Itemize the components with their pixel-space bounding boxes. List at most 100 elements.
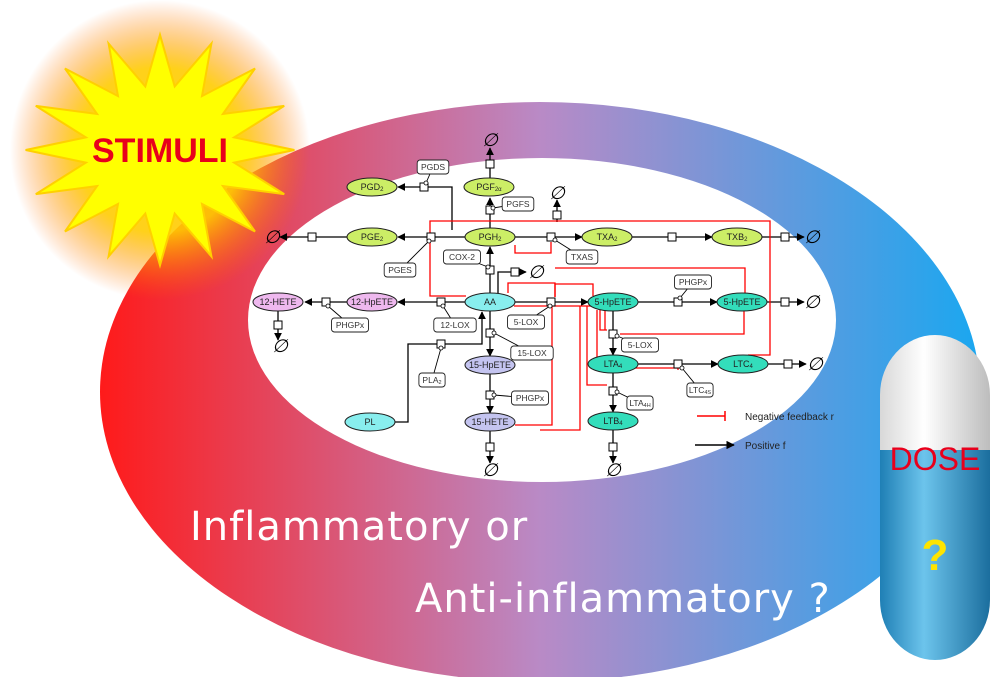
enzyme-box	[621, 337, 659, 353]
metabolite-ellipse	[346, 177, 398, 197]
degradation-sink-icon: ∅	[804, 292, 821, 312]
degradation-sink-icon: ∅	[264, 227, 281, 247]
metabolite-15HETE: 15-HETE	[464, 412, 516, 432]
metabolite-label: 12-HpETE	[351, 297, 393, 307]
negative-feedback-line	[620, 311, 745, 335]
enzyme-box	[418, 372, 446, 388]
catalysis-circle	[679, 365, 685, 371]
enzyme-name: TXAS	[571, 252, 594, 262]
enzyme-5-lox: 5-LOX	[507, 303, 553, 330]
enzyme-cox-2: COX-2	[443, 249, 491, 270]
metabolite-ellipse	[716, 292, 768, 312]
metabolite-5HpETE_b: 5-HpETE	[716, 292, 768, 312]
metabolite-ellipse	[464, 412, 516, 432]
enzyme-label: 5-LOX	[514, 317, 539, 327]
metabolite-name: LTA	[604, 359, 619, 369]
metabolite-name: 12-HETE	[259, 297, 296, 307]
catalysis-circle	[490, 205, 496, 211]
metabolite-ellipse	[464, 355, 516, 375]
enzyme-subscript: 2	[439, 380, 442, 386]
enzyme-box	[626, 395, 654, 411]
metabolite-ellipse	[711, 227, 763, 247]
enzyme-box	[674, 274, 712, 290]
metabolite-label: PGF2α	[476, 182, 502, 193]
catalysis-circle	[438, 345, 444, 351]
reaction-node-square	[608, 442, 618, 452]
negative-feedback-line	[515, 300, 553, 426]
metabolite-label: LTB4	[603, 416, 623, 427]
catalysis-circle	[325, 303, 331, 309]
metabolite-PGF2a: PGF2α	[463, 177, 515, 197]
metabolite-name: TXA	[597, 232, 615, 242]
metabolite-PGH2: PGH2	[464, 227, 516, 247]
enzyme-name: 5-LOX	[514, 317, 539, 327]
enzyme-box	[511, 390, 549, 406]
enzyme-box	[565, 249, 599, 265]
catalysis-circle	[491, 330, 497, 336]
enzyme-label: LTC4S	[689, 385, 711, 396]
metabolite-label: TXA2	[597, 232, 619, 243]
metabolite-ellipse	[344, 412, 396, 432]
catalysis-circle	[485, 264, 491, 270]
enzyme-box	[416, 159, 450, 175]
metabolite-name: LTC	[733, 359, 750, 369]
metabolite-PGE2: PGE2	[346, 227, 398, 247]
catalysis-circle	[614, 389, 620, 395]
enzyme-label: PGFS	[506, 199, 529, 209]
enzyme-lta4H: LTA4H	[614, 389, 654, 411]
enzyme-label: PHGPx	[679, 277, 708, 287]
metabolite-subscript: 2α	[495, 187, 502, 193]
enzyme-5-lox: 5-LOX	[614, 333, 659, 353]
metabolite-12HETE: 12-HETE	[252, 292, 304, 312]
degradation-sink-icon: ∅	[605, 460, 622, 480]
degradation-sink-icon: ∅	[804, 227, 821, 247]
metabolite-LTB4: LTB4	[587, 411, 639, 431]
legend-positive-label: Positive f	[745, 441, 786, 452]
negative-feedback-line	[514, 242, 552, 254]
metabolite-ellipse	[581, 227, 633, 247]
metabolite-label: LTA4	[604, 359, 623, 370]
metabolite-label: PGD2	[361, 182, 385, 193]
enzyme-name: PGDS	[421, 162, 445, 172]
enzyme-pgds: PGDS	[416, 159, 450, 186]
metabolite-PGD2: PGD2	[346, 177, 398, 197]
enzyme-label: PGES	[388, 265, 412, 275]
metabolite-subscript: 4	[619, 364, 623, 370]
enzyme-15-lox: 15-LOX	[491, 330, 554, 361]
metabolite-name: 15-HpETE	[469, 360, 511, 370]
metabolite-15HpETE: 15-HpETE	[464, 355, 516, 375]
enzyme-box	[686, 382, 714, 398]
metabolite-subscript: 2	[380, 187, 384, 193]
negative-feedback-line	[555, 267, 746, 293]
catalysis-circle	[423, 180, 429, 186]
enzyme-box	[501, 196, 535, 212]
degradation-sink-icon: ∅	[482, 460, 499, 480]
question-mark: ?	[922, 531, 949, 580]
metabolite-name: 5-HpETE	[594, 297, 631, 307]
reaction-node-square	[780, 297, 790, 307]
metabolite-label: 15-HpETE	[469, 360, 511, 370]
pathway-edges: ∅∅∅∅∅∅∅∅∅∅	[264, 130, 824, 480]
reaction-node-square	[673, 359, 683, 369]
reaction-node-square	[510, 267, 520, 277]
metabolite-name: PGH	[479, 232, 499, 242]
enzyme-name: COX-2	[449, 252, 475, 262]
enzyme-name: PGES	[388, 265, 412, 275]
enzyme-name: PGFS	[506, 199, 529, 209]
metabolite-name: LTB	[603, 416, 619, 426]
enzyme-label: TXAS	[571, 252, 594, 262]
reaction-arrow	[395, 311, 486, 423]
metabolite-PL: PL	[344, 412, 396, 432]
enzyme-txas: TXAS	[552, 237, 599, 265]
caption-line1: Inflammatory or	[190, 504, 528, 550]
degradation-sink-icon: ∅	[482, 130, 499, 150]
metabolite-subscript: 4	[619, 421, 623, 427]
degradation-sink-icon: ∅	[807, 354, 824, 374]
enzyme-name: 15-LOX	[517, 348, 547, 358]
metabolite-ellipse	[587, 354, 639, 374]
catalysis-circle	[677, 295, 683, 301]
reaction-node-square	[546, 232, 556, 242]
degradation-sink-icon: ∅	[549, 183, 566, 203]
